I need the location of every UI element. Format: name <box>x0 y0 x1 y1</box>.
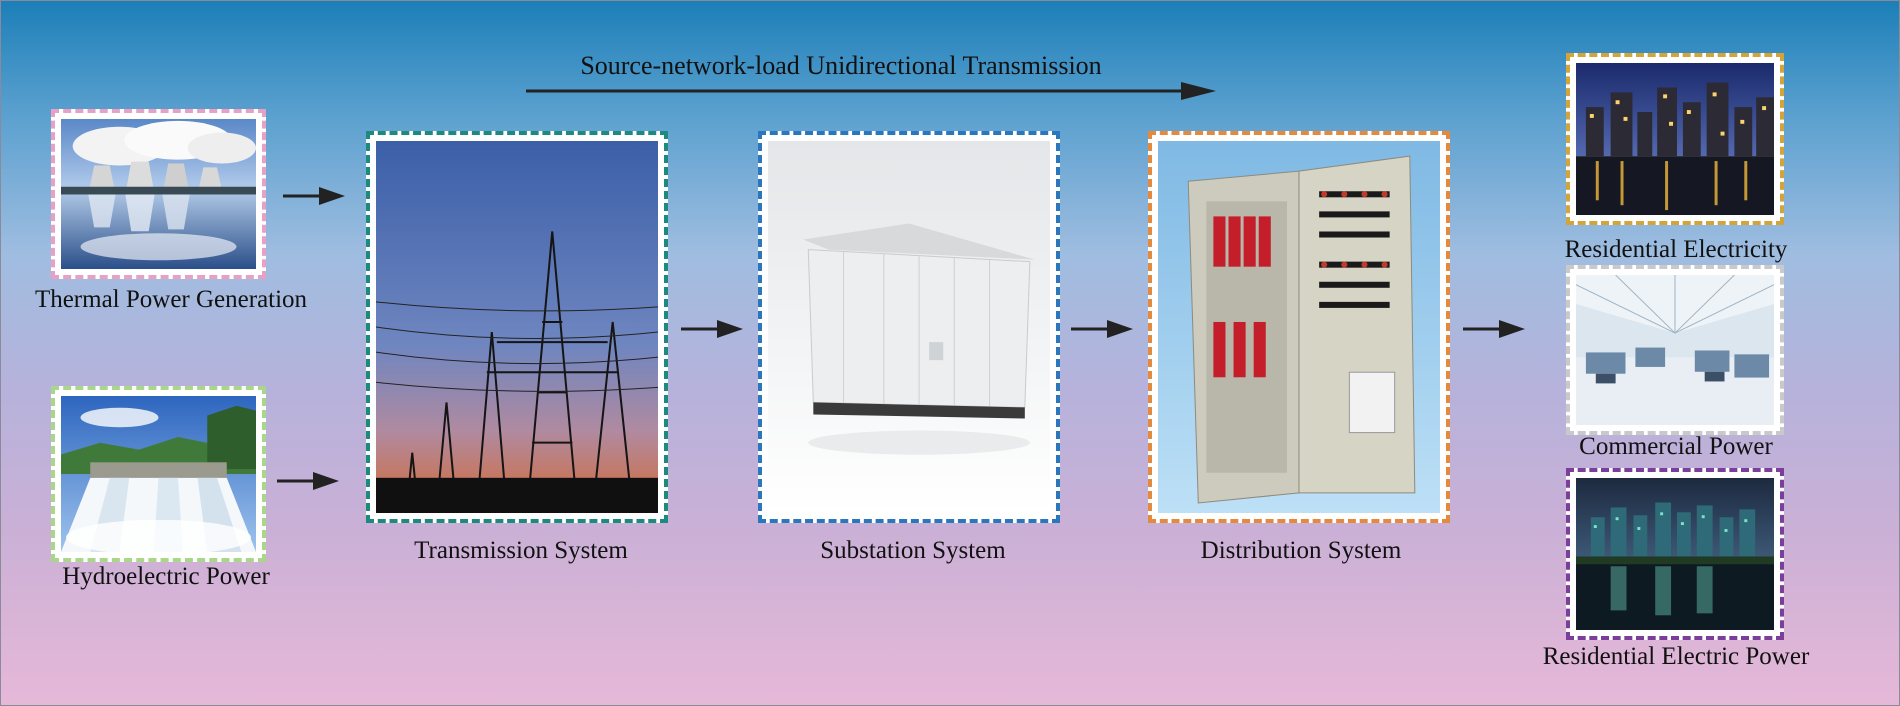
substation-system-image <box>758 131 1060 523</box>
residential-electric-power-label: Residential Electric Power <box>1542 643 1810 670</box>
distribution-system-label: Distribution System <box>1200 537 1402 564</box>
distribution-system-image <box>1148 131 1450 523</box>
flow-label: Source-network-load Unidirectional Trans… <box>580 51 1102 80</box>
hydro-power-label: Hydroelectric Power <box>62 563 270 590</box>
thermal-power-image <box>51 109 266 279</box>
distribution-to-load-arrow <box>1463 320 1525 338</box>
residential-electricity-image <box>1566 53 1784 225</box>
commercial-power-label: Commercial Power <box>1579 433 1773 460</box>
flow-arrow <box>526 82 1216 100</box>
substation-to-distribution-arrow <box>1071 320 1133 338</box>
transmission-system-label: Transmission System <box>414 537 628 564</box>
thermal-to-transmission-arrow <box>283 187 345 205</box>
hydro-to-transmission-arrow <box>277 472 339 490</box>
thermal-power-label: Thermal Power Generation <box>34 286 308 313</box>
residential-electricity-label: Residential Electricity <box>1564 236 1788 263</box>
substation-system-label: Substation System <box>820 537 1006 564</box>
commercial-power-image <box>1566 265 1784 435</box>
residential-electric-power-image <box>1566 468 1784 640</box>
transmission-system-image <box>366 131 668 523</box>
hydro-power-image <box>51 386 266 562</box>
transmission-to-substation-arrow <box>681 320 743 338</box>
